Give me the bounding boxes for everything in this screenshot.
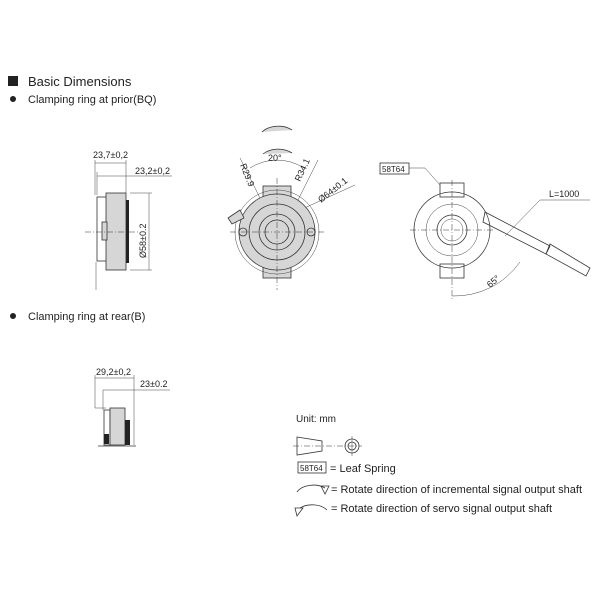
side-view-prior [85, 160, 172, 290]
cable-length: L=1000 [549, 189, 579, 199]
dim-angle: 20° [268, 153, 282, 163]
legend-tag: 58T64 [300, 464, 323, 473]
counterclockwise-arrow-icon [299, 504, 328, 511]
front-view-prior [227, 125, 356, 290]
side-view-rear [94, 375, 170, 447]
bullet-icon [10, 96, 16, 102]
clockwise-arrow-icon [296, 484, 326, 493]
projection-symbol-icon [293, 436, 362, 456]
cable-angle: 65° [485, 273, 502, 290]
rear-part-tag: 58T64 [382, 165, 405, 174]
variant-label-rear: Clamping ring at rear(B) [28, 311, 145, 323]
dim-body-prior: 23,2±0,2 [135, 166, 170, 176]
legend-ccw-desc: = Rotate direction of servo signal outpu… [331, 503, 552, 515]
legend-cw-desc: = Rotate direction of incremental signal… [331, 484, 582, 496]
dim-overall-rear: 29,2±0,2 [96, 367, 131, 377]
legend-unit: Unit: mm [296, 414, 336, 425]
dim-r2: R34.1 [293, 157, 312, 183]
variant-label-prior: Clamping ring at prior(BQ) [28, 94, 156, 106]
dim-diameter-prior: Ø58±0.2 [138, 224, 148, 258]
legend-tag-desc: = Leaf Spring [330, 463, 396, 475]
dim-body-rear: 23±0.2 [140, 379, 167, 389]
part-tag-box [379, 162, 410, 175]
legend-tag-box [297, 461, 327, 474]
dim-overall-prior: 23,7±0,2 [93, 150, 128, 160]
section-square-icon [8, 76, 18, 86]
rear-view [379, 162, 591, 300]
section-title: Basic Dimensions [28, 74, 132, 89]
bullet-icon [10, 313, 16, 319]
